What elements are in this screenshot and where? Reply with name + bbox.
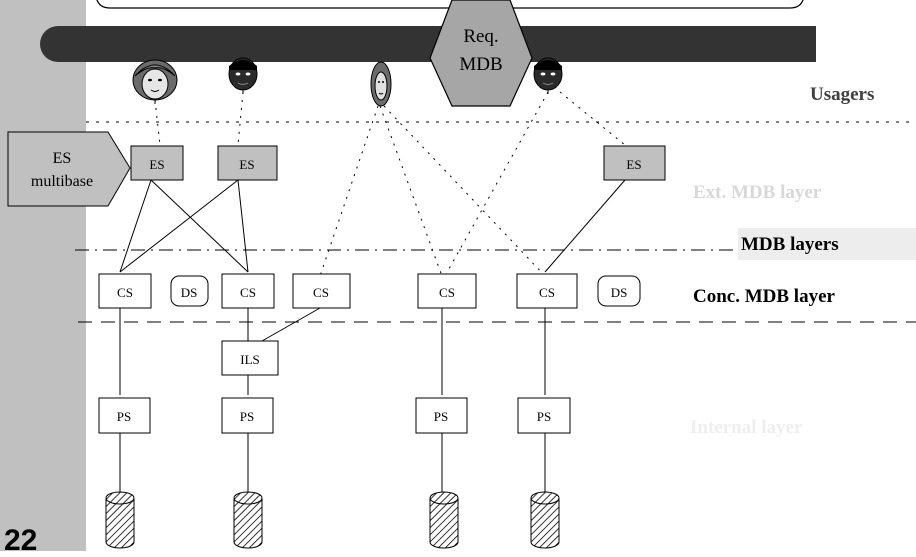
cs-node-label: CS	[240, 285, 256, 300]
cs-node-label: CS	[539, 285, 555, 300]
woman-face-icon	[132, 59, 178, 104]
layer-label-mdb-layers: MDB layers	[741, 234, 839, 255]
cs-node-label: CS	[117, 285, 133, 300]
ps-node: PS	[98, 397, 151, 434]
ds-node: DS	[170, 275, 209, 307]
es-node: ES	[217, 145, 278, 181]
ils-node: ILS	[221, 340, 279, 376]
layer-label-conc-mdb: Conc. MDB layer	[693, 286, 836, 307]
ps-node-label: PS	[240, 409, 254, 424]
es-node: ES	[603, 145, 666, 181]
es-node-label: ES	[239, 157, 254, 172]
ds-node-label: DS	[181, 285, 198, 300]
cs-node-label: CS	[313, 285, 329, 300]
es-multibase-callout: ES multibase	[7, 131, 131, 207]
es-node-label: ES	[149, 157, 164, 172]
woman-face-icon	[370, 61, 392, 107]
cs-node: CS	[292, 273, 351, 309]
ds-node: DS	[597, 275, 641, 307]
page-number: 22	[4, 524, 38, 557]
man-face-icon	[228, 57, 258, 94]
ils-node-label: ILS	[240, 352, 260, 367]
cs-node: CS	[98, 273, 152, 309]
layer-label-ext-mdb: Ext. MDB layer	[693, 182, 822, 203]
layer-label-internal: Internal layer	[690, 417, 803, 438]
service-links	[119, 179, 626, 492]
cs-node: CS	[417, 273, 477, 309]
cs-node-label: CS	[439, 285, 455, 300]
ps-node: PS	[221, 397, 274, 434]
mdb-layers-highlight	[738, 228, 916, 260]
es-node-label: ES	[626, 157, 641, 172]
ps-node: PS	[415, 397, 468, 434]
ps-node: PS	[517, 397, 571, 434]
cs-node: CS	[516, 273, 578, 309]
cs-node: CS	[221, 273, 275, 309]
callout-line-1: ES	[53, 150, 72, 167]
database-cylinder-icon	[233, 491, 263, 549]
ps-node-label: PS	[537, 409, 551, 424]
ps-node-label: PS	[117, 409, 131, 424]
database-cylinder-icon	[105, 491, 135, 549]
layer-label-usagers: Usagers	[810, 84, 874, 105]
ds-node-label: DS	[611, 285, 628, 300]
ps-node-label: PS	[434, 409, 448, 424]
database-cylinder-icon	[429, 491, 459, 549]
req-mdb-hexagon: Req. MDB	[429, 0, 533, 107]
hexagon-line-1: Req.	[463, 26, 498, 47]
hexagon-line-2: MDB	[459, 54, 502, 75]
side-band	[0, 0, 86, 551]
callout-line-2: multibase	[31, 173, 93, 190]
es-node: ES	[130, 145, 184, 181]
user-connector-lines	[154, 91, 626, 277]
bus-bar	[40, 26, 816, 62]
database-cylinder-icon	[530, 491, 560, 549]
man-face-icon	[533, 57, 563, 94]
